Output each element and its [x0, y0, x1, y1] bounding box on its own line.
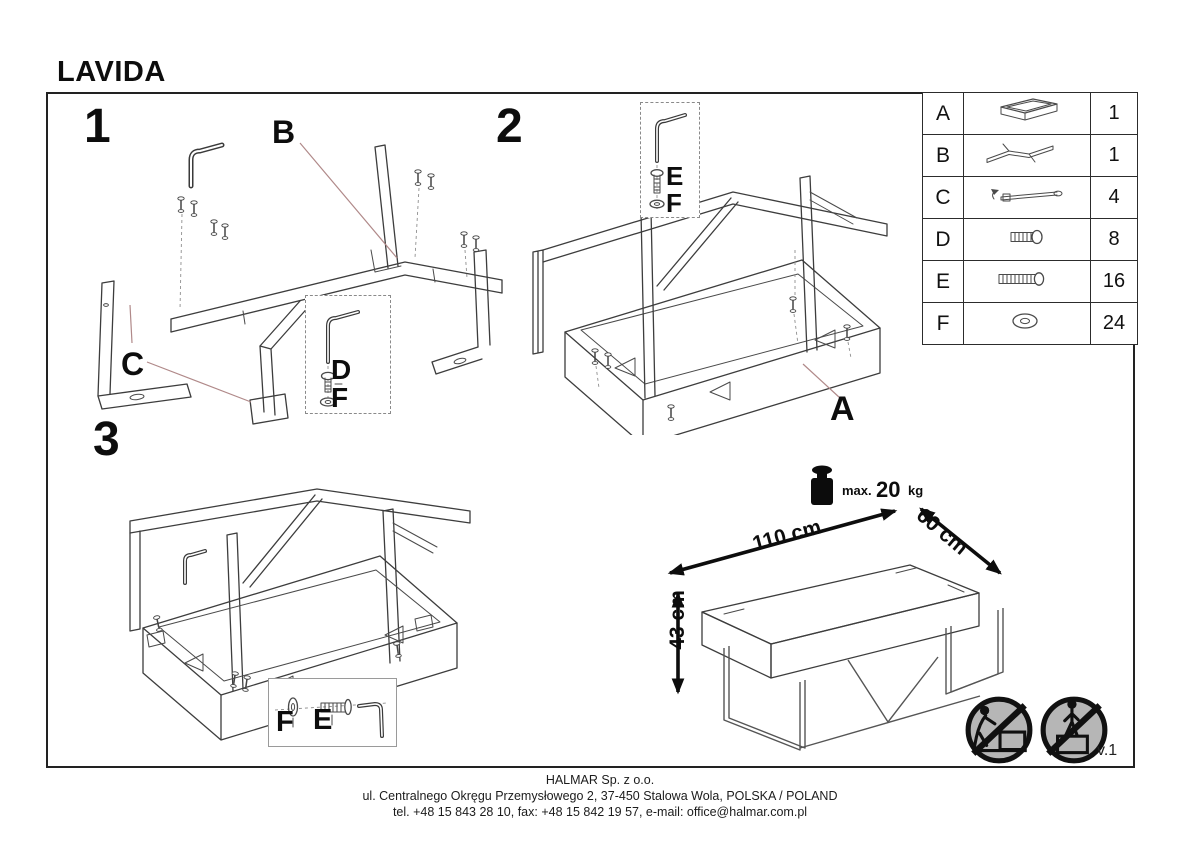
step2-inset-drawing — [649, 113, 687, 209]
mounting-rod-icon — [991, 189, 1063, 202]
part-qty: 16 — [1090, 260, 1138, 303]
step3-inset-drawing — [274, 697, 388, 738]
step2-frame-to-top-drawing — [532, 175, 888, 435]
max-load-prefix: max. — [842, 483, 872, 498]
step2-inset-washer-label: F — [666, 188, 682, 218]
table-row: A 1 — [922, 92, 1138, 135]
part-letter: D — [922, 218, 964, 261]
page-title: LAVIDA — [57, 56, 166, 88]
step1-hardware-inset — [305, 295, 391, 414]
part-letter: B — [922, 134, 964, 177]
max-load-unit: kg — [908, 483, 924, 498]
do-not-stand-icon — [1040, 696, 1108, 764]
table-row: E 16 — [922, 260, 1138, 303]
step2-part-a-label: A — [830, 390, 855, 428]
frame-crossbar-icon — [986, 143, 1054, 163]
part-qty: 1 — [1090, 92, 1138, 135]
tabletop-tray-icon — [1000, 98, 1058, 121]
step1-part-c-label: C — [121, 346, 145, 382]
table-row: D 8 — [922, 218, 1138, 261]
part-letter: F — [922, 302, 964, 345]
part-qty: 1 — [1090, 134, 1138, 177]
max-load-value: 20 — [876, 477, 901, 502]
main-frame-border — [46, 92, 1135, 768]
part-qty: 24 — [1090, 302, 1138, 345]
part-qty: 4 — [1090, 176, 1138, 219]
version-label: v.1 — [1097, 742, 1118, 759]
table-row: B 1 — [922, 134, 1138, 177]
part-letter: A — [922, 92, 964, 135]
weight-icon — [811, 465, 833, 505]
part-letter: E — [922, 260, 964, 303]
footer-address: ul. Centralnego Okręgu Przemysłowego 2, … — [362, 789, 838, 803]
table-row: C 4 — [922, 176, 1138, 219]
step3-number: 3 — [93, 413, 120, 466]
step1-part-b-label: B — [272, 114, 296, 150]
step1-number: 1 — [84, 100, 111, 153]
long-screw-icon — [998, 272, 1045, 286]
short-screw-icon — [1010, 229, 1043, 245]
step3-inset-screw-label: E — [313, 704, 333, 736]
parts-list-table: A 1 B 1 C — [922, 92, 1138, 345]
step1-inset-washer-label: F — [331, 382, 349, 413]
step1-inset-screw-label: D — [331, 354, 352, 385]
step1-frame-assembly-drawing — [97, 142, 503, 425]
step2-hardware-inset — [640, 102, 700, 218]
step3-assembled-frame-drawing — [129, 488, 471, 741]
do-not-climb-icon — [965, 696, 1033, 764]
footer: HALMAR Sp. z o.o. ul. Centralnego Okręgu… — [0, 772, 1200, 820]
step1-inset-drawing — [319, 310, 360, 408]
footer-company: HALMAR Sp. z o.o. — [545, 773, 655, 787]
step3-hardware-inset — [268, 678, 397, 747]
footer-contact: tel. +48 15 843 28 10, fax: +48 15 842 1… — [392, 805, 808, 819]
step2-number: 2 — [496, 100, 523, 153]
washer-icon — [1012, 313, 1038, 329]
height-dimension-label: 43 cm — [665, 590, 689, 650]
part-qty: 8 — [1090, 218, 1138, 261]
table-row: F 24 — [922, 302, 1138, 345]
dimensions-drawing — [667, 507, 1004, 751]
part-letter: C — [922, 176, 964, 219]
step2-inset-screw-label: E — [666, 161, 684, 191]
step3-inset-washer-label: F — [276, 706, 294, 738]
